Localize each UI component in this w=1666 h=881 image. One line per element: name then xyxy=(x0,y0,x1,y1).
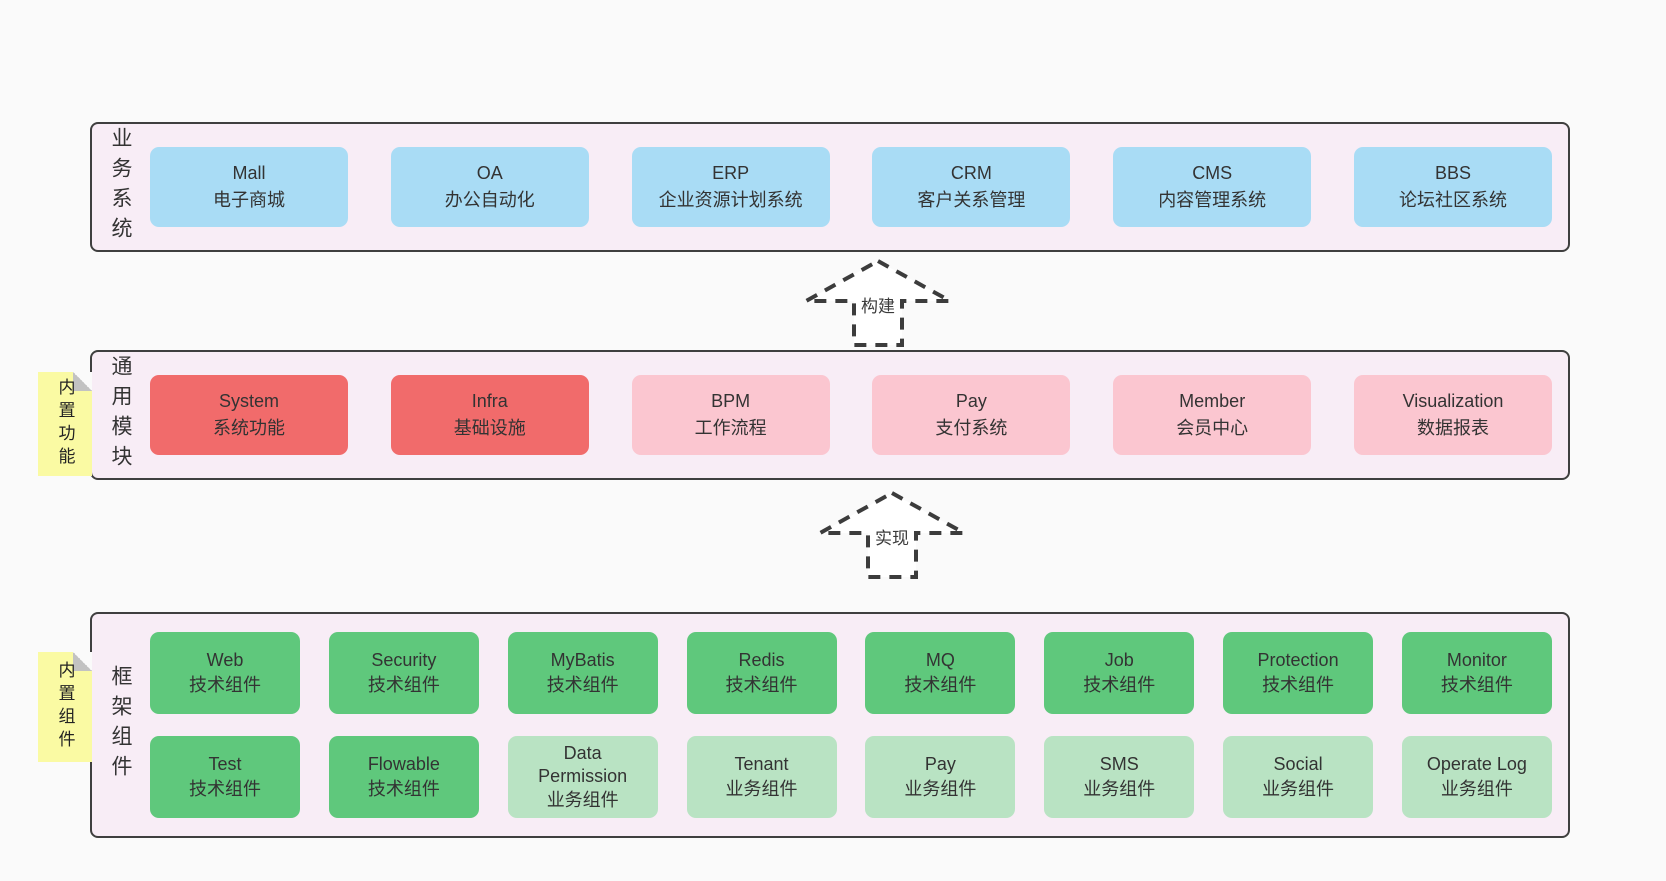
arrow-implement-label: 实现 xyxy=(872,524,912,549)
box-mybatis: MyBatis 技术组件 xyxy=(507,632,658,714)
box-test: Test 技术组件 xyxy=(150,736,300,818)
box-oa: OA 办公自动化 xyxy=(390,147,589,227)
box-sms: SMS 业务组件 xyxy=(1044,736,1195,818)
box-data-permission: Data Permission 业务组件 xyxy=(507,736,658,818)
box-pay: Pay 支付系统 xyxy=(872,375,1071,455)
box-pay-business: Pay 业务组件 xyxy=(865,736,1016,818)
sticky-note-built-in-components: 内置组件 xyxy=(38,652,92,762)
band-label-framework: 框架组件 xyxy=(109,665,132,785)
box-erp: ERP 企业资源计划系统 xyxy=(631,147,830,227)
box-infra: Infra 基础设施 xyxy=(390,375,589,455)
sticky-note-label: 内置功能 xyxy=(55,378,75,470)
arrow-implement: 实现 xyxy=(804,490,980,580)
box-bpm: BPM 工作流程 xyxy=(631,375,830,455)
folded-corner-icon xyxy=(73,372,92,391)
framework-row-2: Test 技术组件 Flowable 技术组件 Data Permission … xyxy=(150,736,1552,818)
framework-row-1: Web 技术组件 Security 技术组件 MyBatis 技术组件 Redi… xyxy=(150,632,1552,714)
folded-corner-icon xyxy=(73,652,92,671)
framework-boxes: Web 技术组件 Security 技术组件 MyBatis 技术组件 Redi… xyxy=(150,614,1552,836)
box-visualization: Visualization 数据报表 xyxy=(1353,375,1552,455)
box-tenant: Tenant 业务组件 xyxy=(686,736,837,818)
box-redis: Redis 技术组件 xyxy=(686,632,837,714)
sticky-note-built-in-features: 内置功能 xyxy=(38,372,92,476)
arrow-build-label: 构建 xyxy=(858,292,898,317)
box-web: Web 技术组件 xyxy=(150,632,300,714)
band-label-modules: 通用模块 xyxy=(109,355,132,475)
box-security: Security 技术组件 xyxy=(328,632,479,714)
sticky-note-label: 内置组件 xyxy=(55,661,75,753)
band-framework-components: 框架组件 Web 技术组件 Security 技术组件 MyBatis 技术组件… xyxy=(90,612,1570,838)
box-flowable: Flowable 技术组件 xyxy=(328,736,479,818)
band-label-business: 业务系统 xyxy=(109,127,132,247)
box-job: Job 技术组件 xyxy=(1044,632,1195,714)
box-member: Member 会员中心 xyxy=(1113,375,1312,455)
box-mq: MQ 技术组件 xyxy=(865,632,1016,714)
box-protection: Protection 技术组件 xyxy=(1223,632,1374,714)
band-common-modules: 通用模块 System 系统功能 Infra 基础设施 BPM 工作流程 Pay… xyxy=(90,350,1570,480)
box-bbs: BBS 论坛社区系统 xyxy=(1353,147,1552,227)
business-boxes: Mall 电子商城 OA 办公自动化 ERP 企业资源计划系统 CRM 客户关系… xyxy=(150,124,1552,250)
box-mall: Mall 电子商城 xyxy=(150,147,348,227)
box-social: Social 业务组件 xyxy=(1223,736,1374,818)
box-crm: CRM 客户关系管理 xyxy=(872,147,1071,227)
box-cms: CMS 内容管理系统 xyxy=(1113,147,1312,227)
module-boxes: System 系统功能 Infra 基础设施 BPM 工作流程 Pay 支付系统… xyxy=(150,352,1552,478)
box-monitor: Monitor 技术组件 xyxy=(1401,632,1552,714)
box-operate-log: Operate Log 业务组件 xyxy=(1401,736,1552,818)
arrow-build: 构建 xyxy=(790,258,966,348)
band-business-systems: 业务系统 Mall 电子商城 OA 办公自动化 ERP 企业资源计划系统 CRM… xyxy=(90,122,1570,252)
box-system: System 系统功能 xyxy=(150,375,348,455)
